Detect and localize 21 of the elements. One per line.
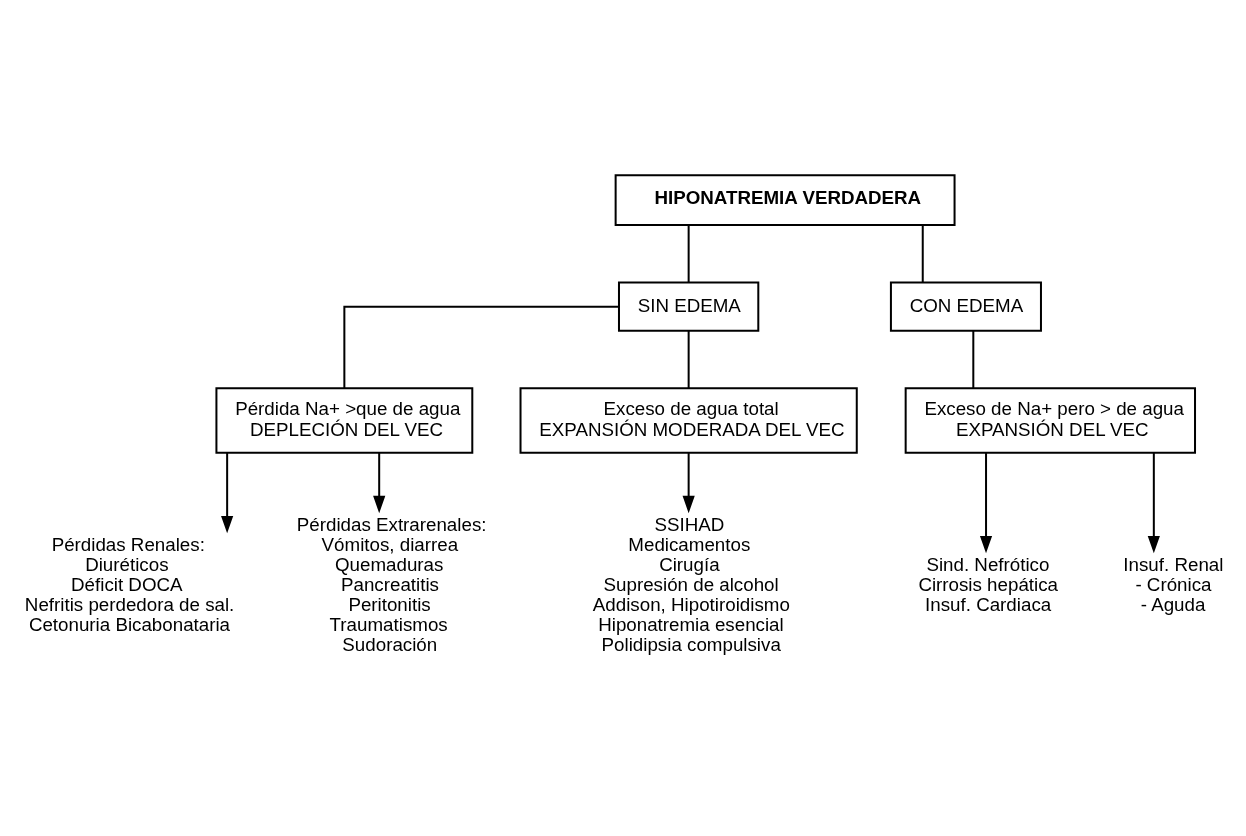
node-box: SIN EDEMA	[617, 281, 760, 332]
node-text: Pérdidas Renales: Diuréticos Déficit DOCA Nefritis perdedora de sal. Cetonuria Bicabonataria	[24, 533, 235, 635]
node-box: Exceso de agua total EXPANSIÓN MODERADA DEL VEC	[519, 386, 858, 454]
node-box: CON EDEMA	[889, 281, 1042, 332]
arrow	[682, 452, 695, 513]
node-box: Exceso de Na+ pero > de agua EXPANSIÓN DEL VEC	[904, 386, 1197, 454]
arrow	[1147, 452, 1160, 553]
node-box: HIPONATREMIA VERDADERA	[614, 173, 956, 226]
node-text: Sind. Nefrótico Cirrosis hepática Insuf. Cardiaca	[918, 553, 1059, 615]
arrow	[221, 452, 234, 533]
node-text: SSIHAD Medicamentos Cirugía Supresión de alcohol Addison, Hipotiroidismo Hiponatremia esencial Polidipsia compulsiva	[592, 513, 790, 655]
arrow	[979, 452, 993, 553]
node-box: Pérdida Na+ >que de agua DEPLECIÓN DEL VEC	[215, 386, 474, 454]
node-text: Pérdidas Extrarenales: Vómitos, diarrea Quemaduras Pancreatitis Peritonitis Traumatismos Sudoración	[296, 513, 487, 655]
connector	[921, 224, 924, 282]
connector	[687, 330, 690, 388]
connector	[687, 224, 690, 282]
connector	[972, 330, 975, 388]
node-text: Insuf. Renal - Crónica - Aguda	[1123, 553, 1224, 615]
connector	[343, 305, 619, 388]
arrow	[373, 452, 386, 513]
